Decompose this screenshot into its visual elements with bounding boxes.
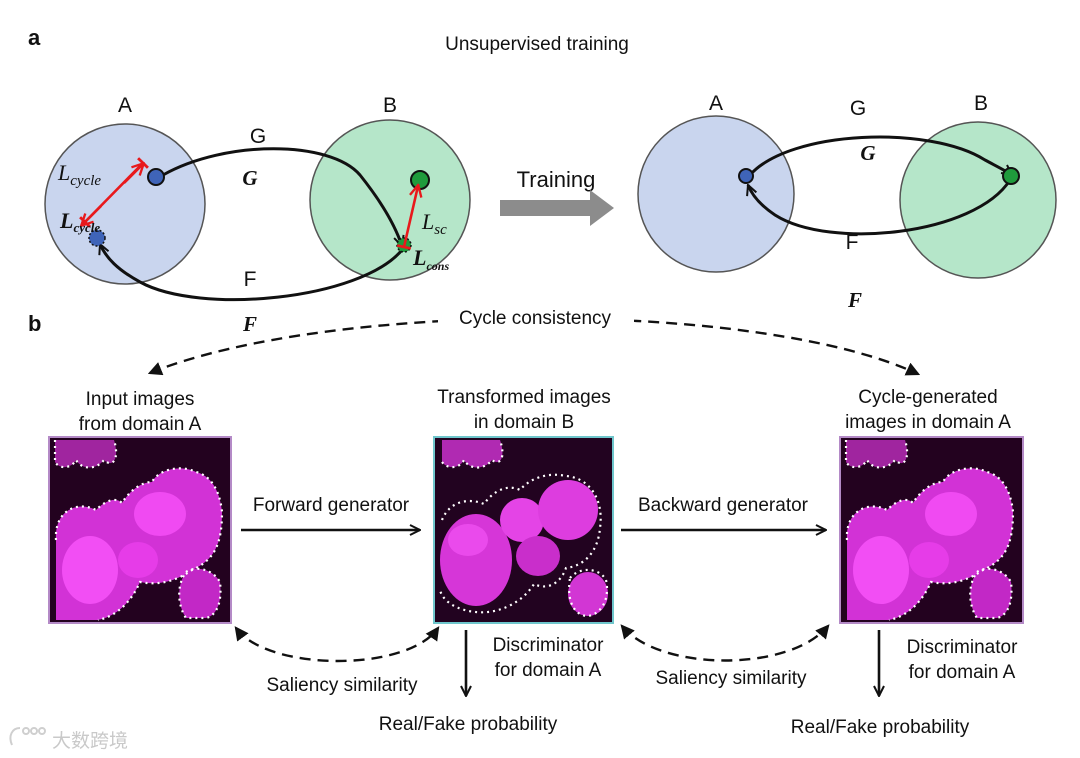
left-target-dot xyxy=(410,170,430,190)
right-domain-b-circle xyxy=(899,121,1057,279)
right-cycle-diagram: A B G G F F xyxy=(637,92,1057,312)
left-domain-a-circle xyxy=(44,123,206,285)
input-images-label-line2: from domain A xyxy=(79,414,202,435)
training-arrow xyxy=(500,190,614,226)
real-fake-label-1: Real/Fake probability xyxy=(379,714,558,735)
discriminator-2-line1: Discriminator xyxy=(907,637,1019,658)
left-domain-b-label: B xyxy=(383,94,397,117)
cycle-generated-image xyxy=(839,436,1024,624)
left-cycle-diagram: A B G G F F Lcycle Lcycle Lsc L xyxy=(44,94,471,336)
left-cycle-loss-arrow-low xyxy=(82,205,102,225)
right-g-arrow xyxy=(748,135,1012,175)
cycle-consistency-label-bg xyxy=(438,302,634,328)
panel-b-letter: b xyxy=(28,311,41,336)
right-domain-a-label: A xyxy=(709,92,723,115)
backward-generator-label: Backward generator xyxy=(638,495,809,516)
saliency-arrow-2 xyxy=(620,624,830,662)
left-domain-a-label: A xyxy=(118,94,132,117)
watermark: 大数跨境 xyxy=(9,727,128,752)
left-domain-b-circle xyxy=(309,119,471,281)
panel-a-letter: a xyxy=(28,25,41,50)
left-source-dot xyxy=(147,168,165,186)
panel-a-title: Unsupervised training xyxy=(445,34,629,55)
saliency-arrow-1 xyxy=(234,626,440,663)
training-label: Training xyxy=(517,167,596,192)
right-f-label: F xyxy=(846,231,859,254)
saliency-label-2: Saliency similarity xyxy=(656,668,807,689)
left-g-italic-label: G xyxy=(242,166,257,190)
cycle-consistency-label: Cycle consistency xyxy=(459,308,612,329)
transformed-images-label-line1: Transformed images xyxy=(437,387,611,408)
forward-generator-label: Forward generator xyxy=(253,495,410,516)
discriminator-1-line2: for domain A xyxy=(495,660,602,681)
right-domain-a-circle xyxy=(637,115,795,273)
right-domain-a-dot xyxy=(738,168,754,184)
right-domain-b-dot xyxy=(1002,167,1020,185)
input-image xyxy=(48,436,232,624)
left-g-label: G xyxy=(250,125,266,148)
transformed-image xyxy=(433,436,614,624)
training-transition: Training xyxy=(500,167,614,226)
cycle-generated-label-line2: images in domain A xyxy=(845,412,1011,433)
discriminator-1-line1: Discriminator xyxy=(493,635,605,656)
left-f-label: F xyxy=(244,268,257,291)
left-lcycle-bold-label: Lcycle xyxy=(59,208,100,235)
left-lsc-label: Lsc xyxy=(421,209,447,238)
transformed-images-label-line2: in domain B xyxy=(474,412,574,433)
watermark-logo-icon xyxy=(9,727,46,746)
left-f-italic-label: F xyxy=(242,312,257,336)
right-f-italic-label: F xyxy=(847,288,862,312)
right-g-label: G xyxy=(850,97,866,120)
cycle-generated-label-line1: Cycle-generated xyxy=(858,387,997,408)
left-sc-loss-arrow xyxy=(404,186,418,247)
discriminator-2-line2: for domain A xyxy=(909,662,1016,683)
left-lcycle-label: Lcycle xyxy=(57,160,101,189)
left-g-arrow xyxy=(162,147,402,246)
left-cycle-loss-arrow-high xyxy=(123,164,143,184)
right-domain-b-label: B xyxy=(974,92,988,115)
left-cycle-dot xyxy=(88,229,106,247)
left-f-arrow xyxy=(100,244,404,301)
input-images-label-line1: Input images xyxy=(86,389,195,410)
saliency-label-1: Saliency similarity xyxy=(267,675,418,696)
right-f-arrow xyxy=(748,179,1012,236)
real-fake-label-2: Real/Fake probability xyxy=(791,717,970,738)
watermark-text: 大数跨境 xyxy=(52,730,128,752)
right-g-italic-label: G xyxy=(860,141,875,165)
left-lcons-label: Lcons xyxy=(412,245,449,273)
